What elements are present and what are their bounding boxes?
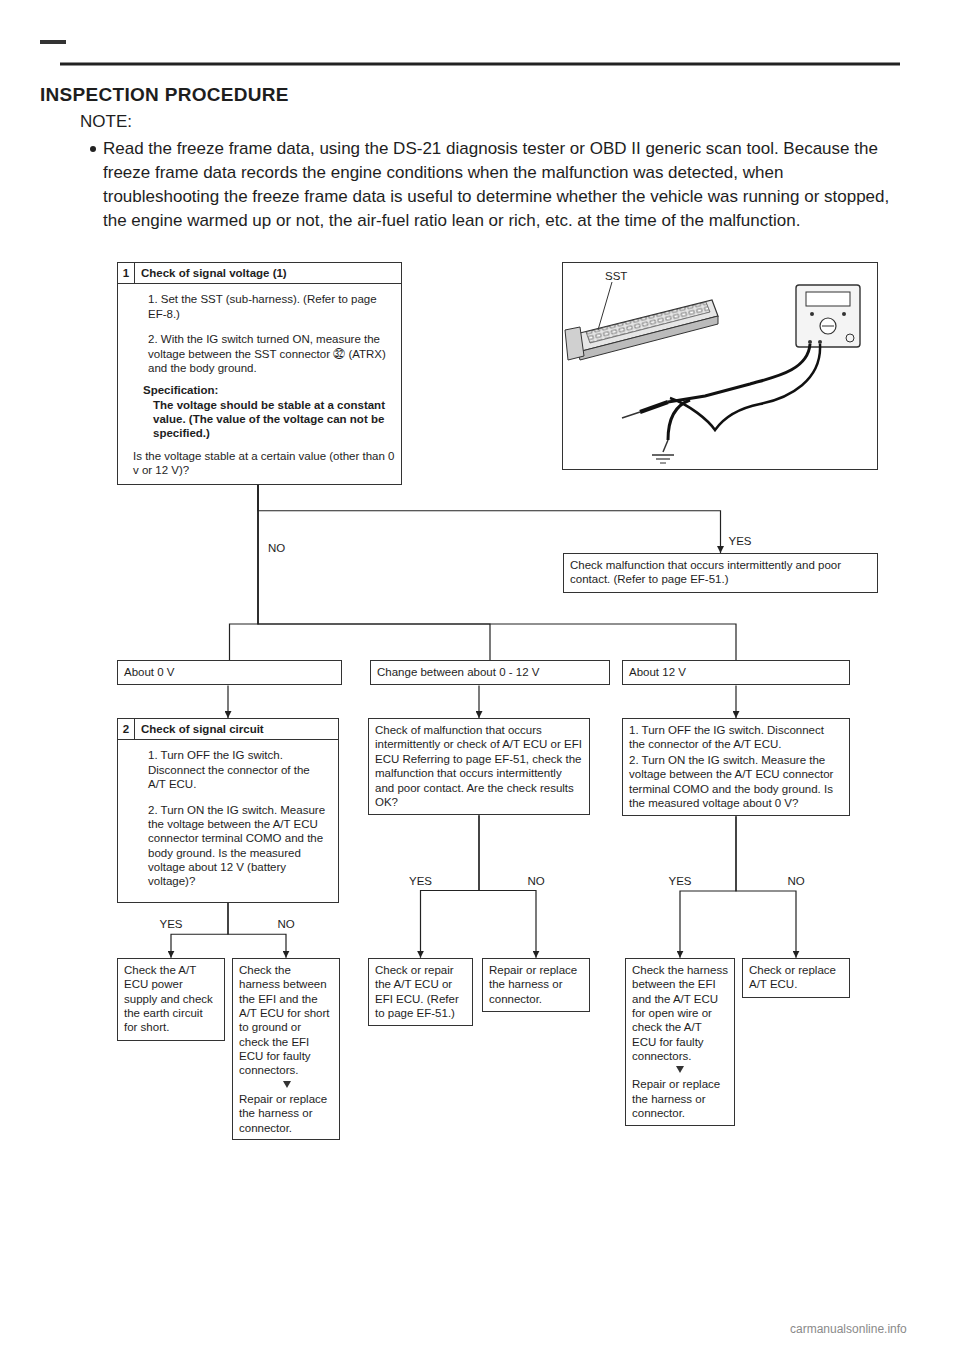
branch-label: NO [785,874,806,888]
branch-label: YES [727,534,754,548]
step-box: 2Check of signal circuit 1. Turn OFF the … [117,718,339,903]
flow-connector [230,485,259,661]
branch-label: YES [157,917,184,931]
box-text: 2. Turn ON the IG switch. Measure the vo… [629,753,843,811]
bullet [90,146,96,152]
step-body: 1. Turn OFF the IG switch. Disconnect th… [118,740,338,901]
box-text: 1. Turn OFF the IG switch. Disconnect th… [629,723,843,752]
flow-connector [478,685,479,718]
watermark: carmanualsonline.info [790,1322,950,1336]
process-box: 1. Turn OFF the IG switch. Disconnect th… [622,718,850,816]
step-body: 1. Set the SST (sub-harness). (Refer to … [118,284,401,483]
box-text: Check the A/T ECU power supply and check… [124,963,218,1035]
step-box: 1Check of signal voltage (1) 1. Set the S… [117,262,402,485]
branch-label: NO [266,541,287,555]
step-header: 2Check of signal circuit [118,719,338,740]
box-text: Repair or replace the harness or connect… [632,1066,728,1120]
box-text: Check malfunction that occurs intermitte… [570,558,871,587]
process-box: Change between about 0 - 12 V [370,660,610,685]
branch-label: YES [407,874,434,888]
note-text: Read the freeze frame data, using the DS… [103,137,903,233]
box-text: Check the harness between the EFI and th… [632,963,728,1064]
branch-label: NO [275,917,296,931]
box-text: SST [569,267,871,283]
box-text: About 0 V [124,665,335,679]
process-box: Check or replace A/T ECU. [742,958,850,998]
box-text: 2. Turn ON the IG switch. Measure the vo… [133,799,332,895]
step-header: 1Check of signal voltage (1) [118,263,401,284]
box-text: The voltage should be stable at a consta… [153,398,395,441]
box-text: Check the harness between the EFI and th… [239,963,333,1078]
header-mark [40,40,66,44]
step-number: 2 [118,719,135,739]
flow-connector [227,685,228,718]
note-heading: NOTE: [80,112,200,132]
process-box: Check the harness between the EFI and th… [625,958,735,1126]
box-text: Check of malfunction that occurs intermi… [375,723,583,809]
top-rule [60,63,900,66]
box-text: About 12 V [629,665,843,679]
process-box: Check the harness between the EFI and th… [232,958,340,1140]
box-text: Is the voltage stable at a certain value… [133,449,395,478]
step-title: Check of signal voltage (1) [135,263,293,283]
flow-connector [258,485,490,661]
process-box: Repair or replace the harness or connect… [482,958,590,1012]
process-box: Check of malfunction that occurs intermi… [368,718,590,815]
box-text: Repair or replace the harness or connect… [239,1081,333,1135]
process-box: Check or repair the A/T ECU or EFI ECU. … [368,958,473,1027]
box-text: Repair or replace the harness or connect… [489,963,583,1006]
illustration-frame: SST [562,262,878,470]
sst-illustration [565,282,860,463]
process-box: About 12 V [622,660,850,685]
step-number: 1 [118,263,135,283]
box-text: Check or replace A/T ECU. [749,963,843,992]
branch-label: YES [666,874,693,888]
process-box: Check the A/T ECU power supply and check… [117,958,225,1041]
box-text: Check or repair the A/T ECU or EFI ECU. … [375,963,466,1021]
box-text: Change between about 0 - 12 V [377,665,603,679]
step-title: Check of signal circuit [135,719,270,739]
branch-label: NO [525,874,546,888]
flow-connector [735,685,736,718]
flow-connector [258,485,721,554]
box-text: Specification: [143,383,395,397]
process-box: About 0 V [117,660,342,685]
box-text: 1. Set the SST (sub-harness). (Refer to … [133,288,395,327]
process-box: Check malfunction that occurs intermitte… [563,553,878,593]
box-text: 2. With the IG switch turned ON, measure… [133,328,395,381]
box-text: 1. Turn OFF the IG switch. Disconnect th… [133,744,332,797]
page-title: INSPECTION PROCEDURE [40,84,289,106]
